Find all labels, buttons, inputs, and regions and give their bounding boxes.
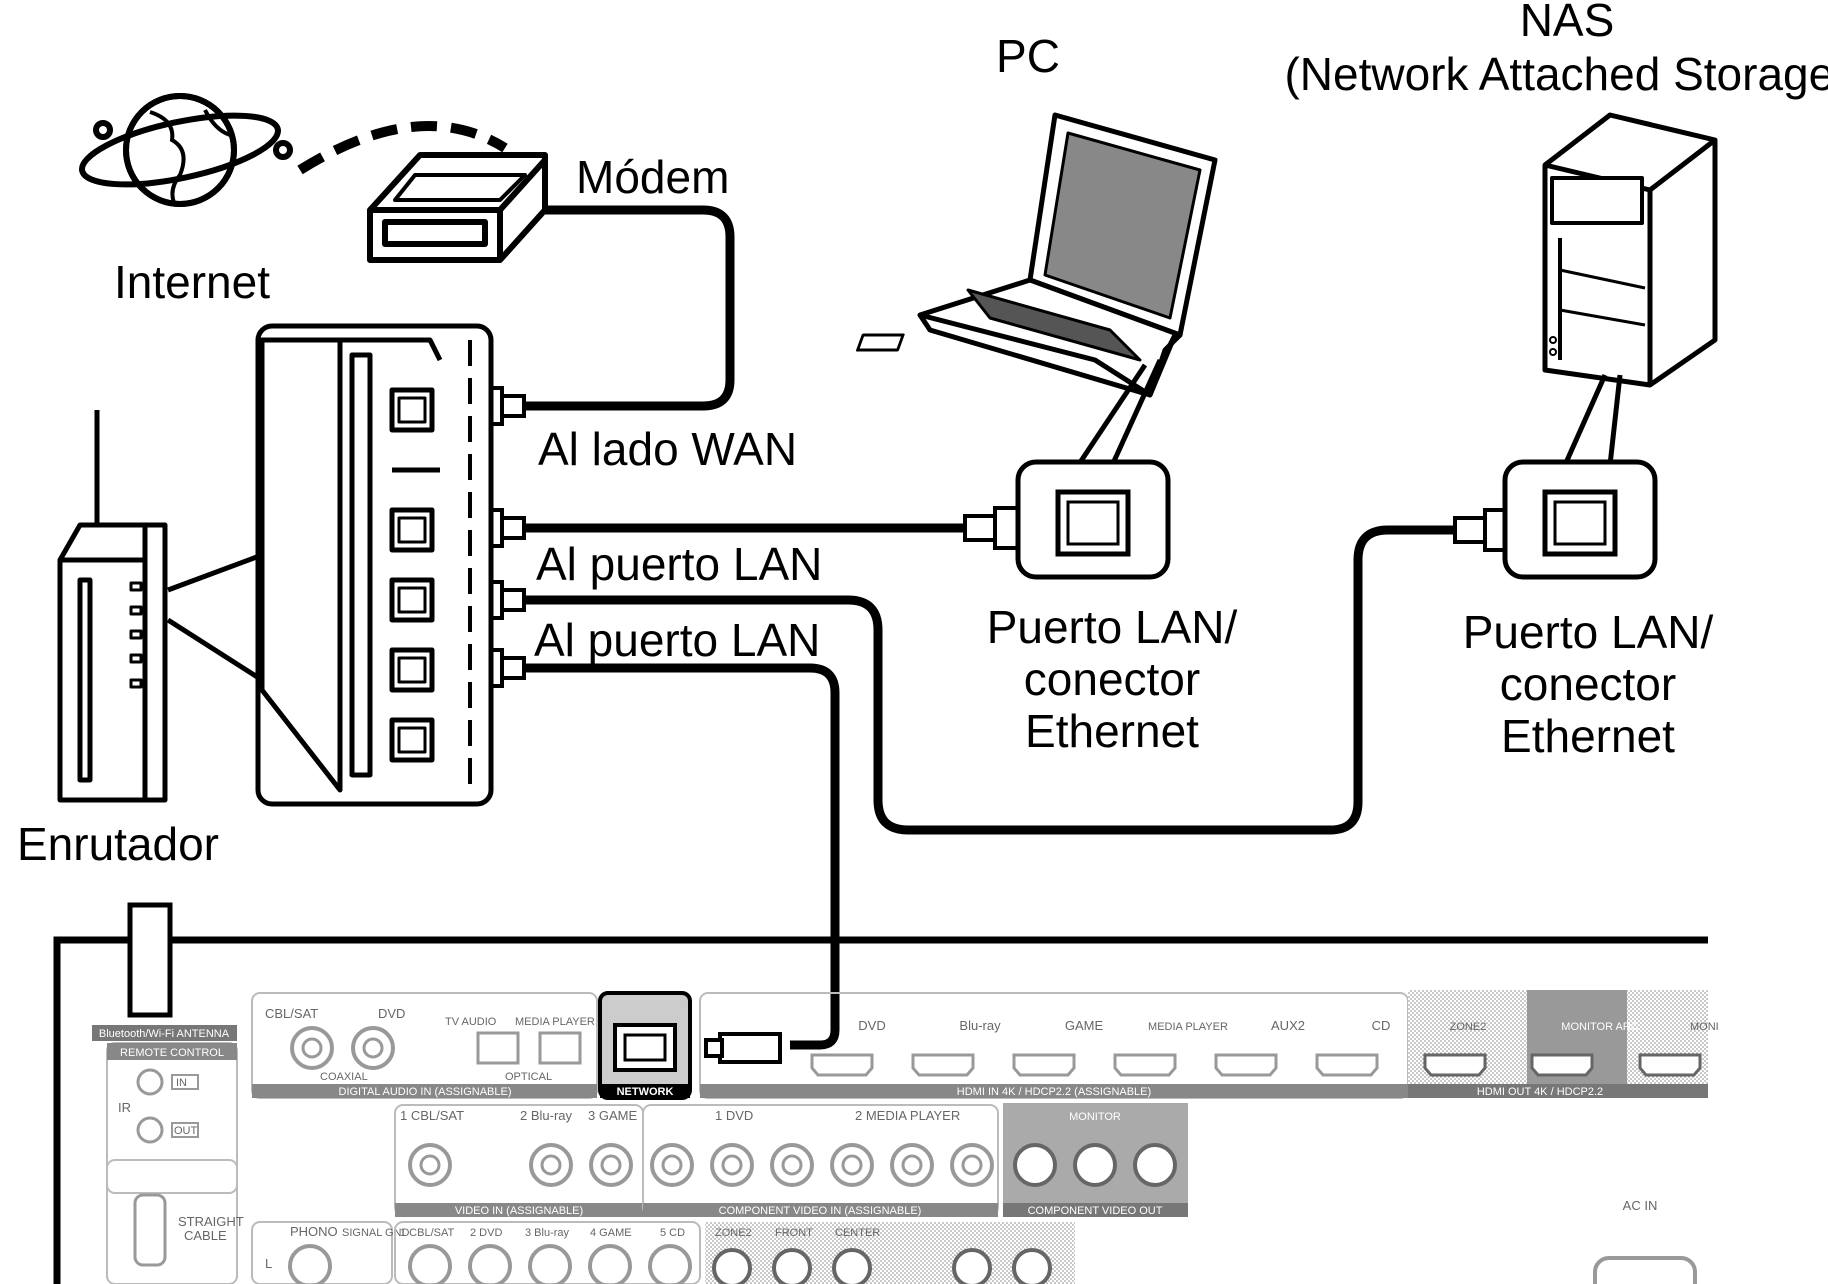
ir-in-label: IN [176, 1077, 187, 1089]
audio-in-1: 1 CBL/SAT [400, 1227, 454, 1239]
component-group-1: 1 DVD [715, 1108, 753, 1123]
phono-jack [288, 1244, 332, 1284]
cable-modem-wan [525, 205, 735, 411]
ac-inlet [1593, 1256, 1697, 1284]
ir-out-jack [136, 1116, 164, 1144]
hdmi-in-3: Blu-ray [959, 1018, 1001, 1033]
globe-icon [79, 93, 293, 207]
receiver-rear-panel: Bluetooth/Wi-Fi ANTENNA REMOTE CONTROL I… [53, 902, 1719, 1284]
router-label: Enrutador [17, 818, 219, 870]
internet-label: Internet [114, 256, 270, 308]
hdmi-in-4: GAME [1065, 1018, 1104, 1033]
cable-router-nas [525, 525, 1455, 835]
optical-jack-1 [476, 1031, 520, 1065]
network-label: NETWORK [617, 1086, 674, 1098]
hdmi-in-6: AUX2 [1271, 1018, 1305, 1033]
ethernet-port-lan1 [389, 507, 435, 553]
modem-label: Módem [576, 151, 729, 203]
audio-in-2: 2 DVD [470, 1227, 502, 1239]
main-labels: PC NAS (Network Attached Storage) Módem … [17, 0, 1828, 870]
ir-in-jack [136, 1068, 164, 1096]
coax-jack-1 [290, 1026, 334, 1070]
video-footer: VIDEO IN (ASSIGNABLE) [455, 1205, 583, 1217]
phono-label: PHONO [290, 1224, 338, 1239]
plugs [450, 386, 1527, 1064]
pc-port-label-2: conector [1024, 653, 1200, 705]
ir-out-label: OUT [174, 1125, 198, 1137]
hdmi-out-monitor-arc: MONITOR ARC [1561, 1021, 1638, 1033]
rs232-port [133, 1193, 167, 1267]
nas-full-label: (Network Attached Storage) [1284, 48, 1828, 100]
remote-control-label: REMOTE CONTROL [120, 1047, 224, 1059]
ethernet-port-lan3 [389, 647, 435, 693]
hdmi-in-footer: HDMI IN 4K / HDCP2.2 (ASSIGNABLE) [957, 1086, 1151, 1098]
signal-gnd-label: SIGNAL GND [342, 1227, 409, 1239]
plug-receiver [704, 1032, 782, 1064]
ac-in-label: AC IN [1623, 1198, 1658, 1213]
hdmi-in-5: MEDIA PLAYER [1148, 1021, 1228, 1033]
preout-zone2: ZONE2 [715, 1227, 752, 1239]
digital-in-1: CBL/SAT [265, 1006, 318, 1021]
coax-jack-2 [351, 1026, 395, 1070]
antenna-stub [127, 902, 173, 1018]
hdmi-in-7: CD [1372, 1018, 1391, 1033]
wan-label: Al lado WAN [538, 423, 797, 475]
pc-ethernet-port [1015, 459, 1171, 580]
nas-port-label-1: Puerto LAN/ [1463, 606, 1714, 658]
optical-jack-2 [538, 1031, 582, 1065]
ethernet-port-lan4 [389, 717, 435, 763]
nas-port-label-3: Ethernet [1501, 710, 1675, 762]
component-group-2: 2 MEDIA PLAYER [855, 1108, 960, 1123]
component-in-footer: COMPONENT VIDEO IN (ASSIGNABLE) [719, 1205, 922, 1217]
ethernet-port-wan [389, 387, 435, 433]
preout-front: FRONT [775, 1227, 813, 1239]
hdmi-in-2: DVD [858, 1018, 885, 1033]
cable-internet-modem [297, 121, 508, 175]
laptop-icon [856, 112, 1218, 472]
nas-port-label-2: conector [1500, 658, 1676, 710]
hdmi-in-ports [810, 1053, 1379, 1077]
video-in-1: 1 CBL/SAT [400, 1108, 464, 1123]
modem-icon [367, 152, 548, 263]
lan-label-1: Al puerto LAN [536, 538, 822, 590]
audio-in-4: 4 GAME [590, 1227, 632, 1239]
component-out-footer: COMPONENT VIDEO OUT [1028, 1205, 1163, 1217]
digital-in-2: DVD [378, 1006, 405, 1021]
pc-port-label-1: Puerto LAN/ [987, 601, 1238, 653]
pc-port-label-3: Ethernet [1025, 705, 1199, 757]
component-out-title: MONITOR [1069, 1111, 1121, 1123]
straight-cable-label-1: STRAIGHT [178, 1214, 244, 1229]
phono-l-label: L [265, 1256, 272, 1271]
nas-icon [1542, 112, 1718, 467]
audio-in-5: 5 CD [660, 1227, 685, 1239]
coaxial-label: COAXIAL [320, 1071, 368, 1083]
audio-in-3: 3 Blu-ray [525, 1227, 570, 1239]
digital-in-4: MEDIA PLAYER [515, 1016, 595, 1028]
video-in-2: 2 Blu-ray [520, 1108, 573, 1123]
hdmi-out-monitor: MONI [1690, 1021, 1719, 1033]
video-in-3: 3 GAME [588, 1108, 637, 1123]
hdmi-out-footer: HDMI OUT 4K / HDCP2.2 [1477, 1086, 1603, 1098]
antenna-label: Bluetooth/Wi-Fi ANTENNA [99, 1028, 230, 1040]
router-port-panel [255, 323, 494, 807]
straight-cable-label-2: CABLE [184, 1228, 227, 1243]
digital-in-3: TV AUDIO [445, 1016, 497, 1028]
cable-router-receiver [525, 663, 840, 1050]
ethernet-port-lan2 [389, 577, 435, 623]
nas-ethernet-port [1502, 459, 1658, 580]
digital-audio-footer: DIGITAL AUDIO IN (ASSIGNABLE) [339, 1086, 512, 1098]
hdmi-out-zone2: ZONE2 [1450, 1021, 1487, 1033]
cables [297, 121, 1455, 1050]
pc-label: PC [996, 30, 1060, 82]
lan-label-2: Al puerto LAN [534, 614, 820, 666]
preout-center: CENTER [835, 1227, 880, 1239]
optical-label: OPTICAL [505, 1071, 552, 1083]
router-icon [57, 410, 264, 803]
ir-label: IR [118, 1100, 131, 1115]
nas-label: NAS [1520, 0, 1615, 46]
